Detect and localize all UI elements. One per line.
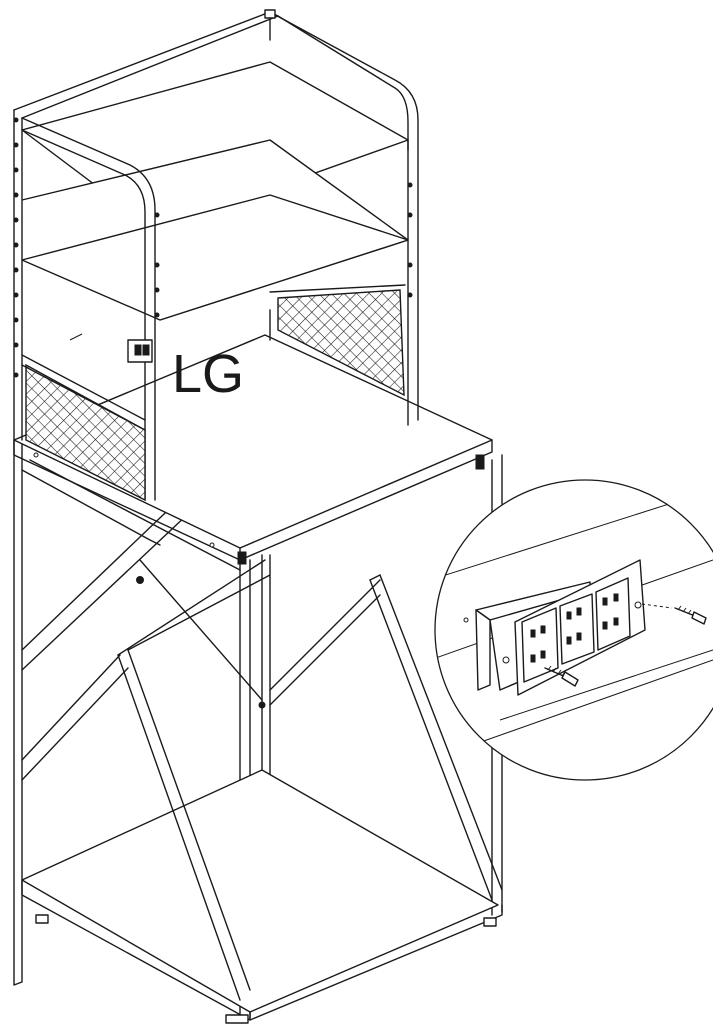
part-label: LG: [172, 344, 244, 404]
screw-icon: [544, 665, 579, 687]
clip: [475, 454, 485, 470]
clip: [237, 551, 247, 565]
outlet-icon: [463, 559, 646, 696]
power-strip-icon: [127, 339, 153, 363]
bolt: [136, 576, 144, 584]
screw-icon: [674, 605, 707, 625]
detail-callout: [434, 479, 713, 781]
foot: [483, 917, 497, 927]
foot: [225, 1014, 249, 1024]
post-holes: [13, 117, 413, 378]
rear-mesh-panel: [277, 289, 405, 397]
upper-hutch: [13, 9, 419, 502]
bolt: [258, 701, 266, 709]
lower-frame: [13, 439, 503, 1024]
foot: [35, 914, 49, 924]
left-mesh-panel: [25, 363, 146, 502]
